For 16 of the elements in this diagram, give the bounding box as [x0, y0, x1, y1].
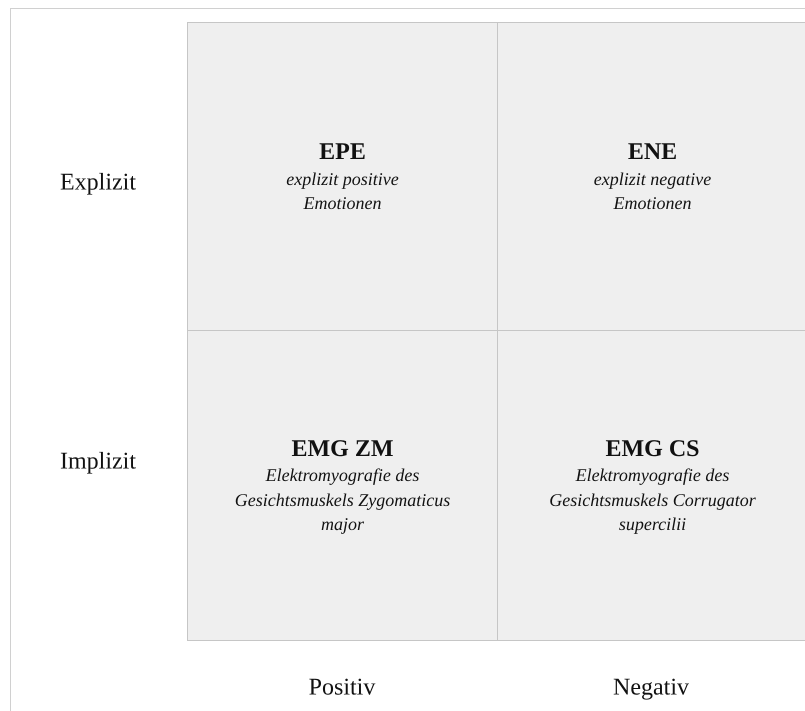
axis-label: Implizit — [60, 448, 136, 476]
axis-label: Positiv — [308, 674, 376, 702]
quadrant-description: Elektromyografie des Gesichtsmuskels Corrugator supercilii — [548, 464, 757, 536]
quadrant-description: explizit positive Emotionen — [285, 168, 400, 215]
quadrant-cell — [497, 330, 805, 641]
quadrant-heading: ENE — [628, 138, 678, 167]
quadrant-heading: EPE — [319, 138, 366, 167]
quadrant-cell — [187, 22, 498, 331]
quadrant-description: explizit negative Emotionen — [592, 168, 712, 215]
quadrant-description: Elektromyografie des Gesichtsmuskels Zygomaticus major — [234, 464, 452, 536]
quadrant-heading: EMG ZM — [292, 434, 394, 464]
quadrant-cell — [187, 330, 498, 641]
quadrant-cell — [497, 22, 805, 331]
axis-label: Negativ — [613, 674, 689, 702]
axis-label: Explizit — [60, 170, 136, 196]
quadrant-heading: EMG CS — [605, 434, 700, 464]
